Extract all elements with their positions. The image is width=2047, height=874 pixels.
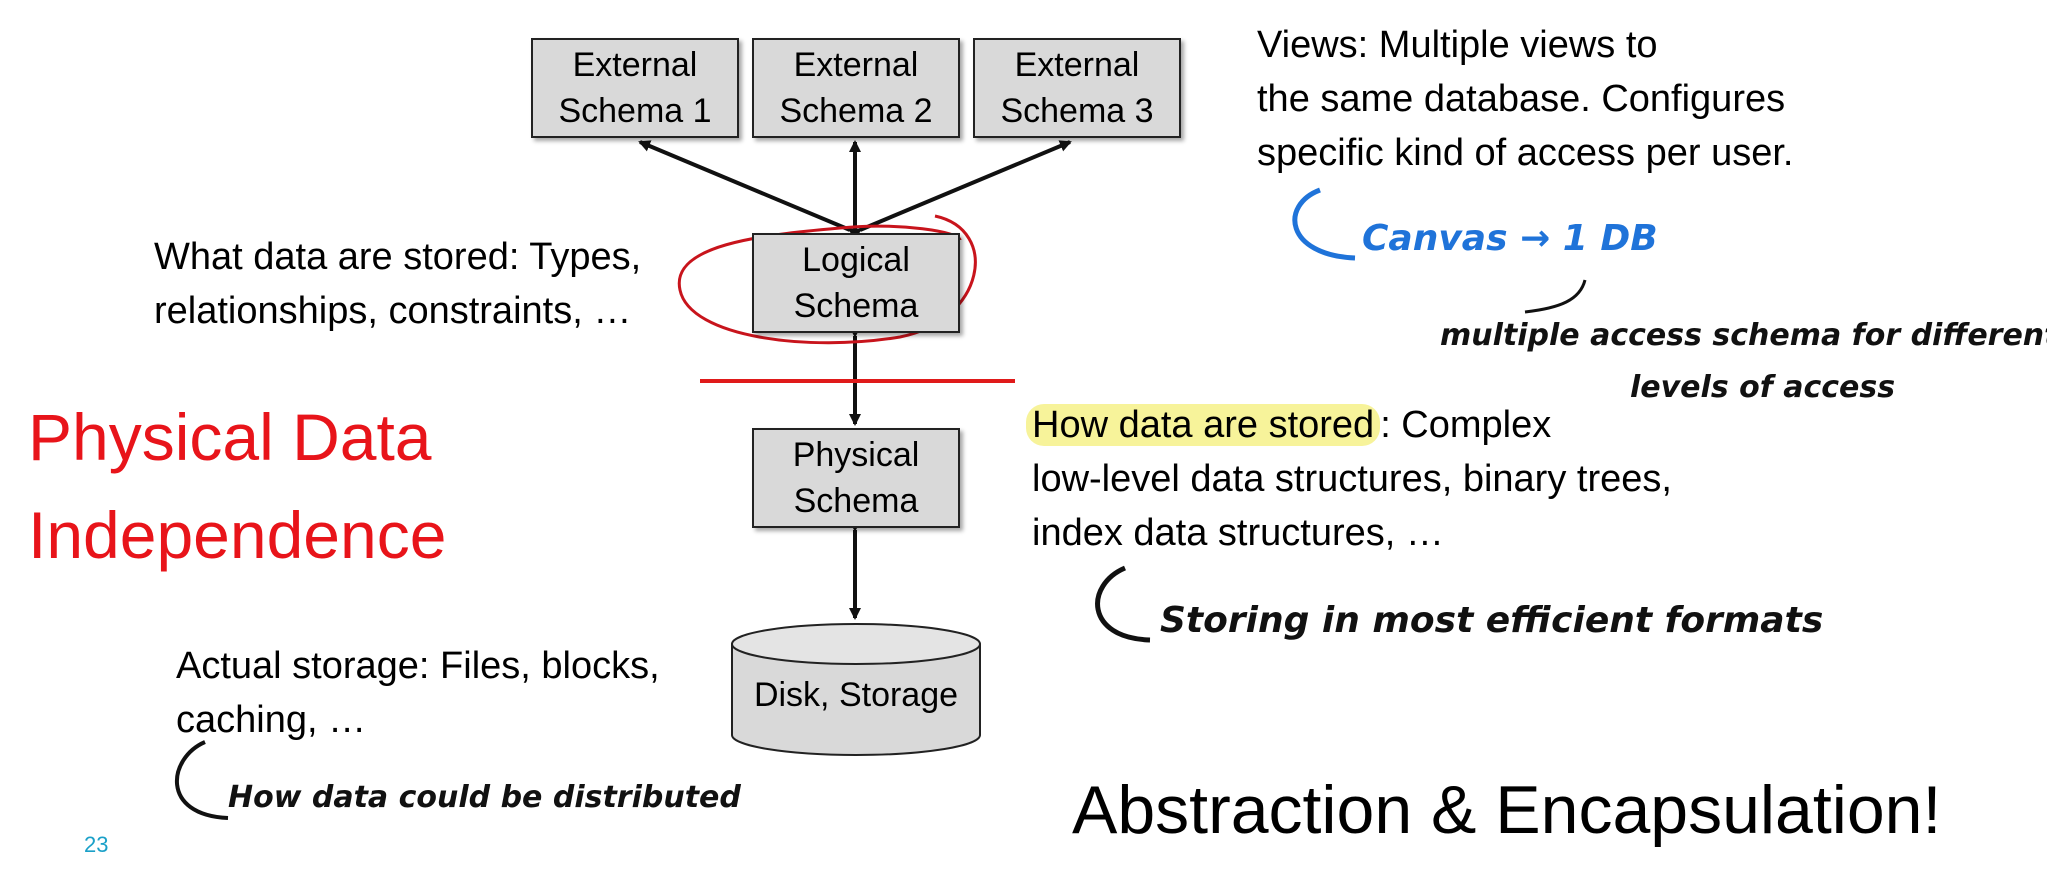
external-schema-2-line2: Schema 2 bbox=[779, 92, 933, 130]
arrow-external3-logical bbox=[848, 140, 1072, 240]
distributed-hook-mark bbox=[174, 740, 229, 820]
physical-schema-line2: Schema bbox=[793, 482, 919, 520]
external-schema-3-line2: Schema 3 bbox=[1000, 92, 1154, 130]
arrow-external1-logical bbox=[638, 140, 862, 240]
disk-storage-label: Disk, Storage bbox=[753, 676, 959, 714]
external-schema-3: External Schema 3 bbox=[973, 38, 1181, 138]
views-line3: specific kind of access per user. bbox=[1257, 132, 1794, 174]
views-line2: the same database. Configures bbox=[1257, 78, 1786, 120]
logical-schema: Logical Schema bbox=[752, 233, 960, 333]
actual-storage-description: Actual storage: Files, blocks, caching, … bbox=[176, 639, 660, 747]
external-schema-1-line2: Schema 1 bbox=[558, 92, 712, 130]
what-data-description: What data are stored: Types, relationshi… bbox=[154, 230, 641, 338]
physical-schema: Physical Schema bbox=[752, 428, 960, 528]
physical-schema-line1: Physical bbox=[792, 436, 920, 474]
page-number: 23 bbox=[84, 832, 109, 857]
how-data-rest: : Complex bbox=[1380, 404, 1552, 446]
multiple-access-line1: multiple access schema for different bbox=[1440, 318, 2047, 353]
physical-data-independence-title: Physical Data Independence bbox=[28, 388, 446, 584]
storing-hook-mark bbox=[1095, 565, 1151, 643]
logical-schema-line2: Schema bbox=[793, 287, 919, 325]
actual-storage-line1: Actual storage: Files, blocks, bbox=[176, 645, 660, 687]
multiple-access-line2: levels of access bbox=[1630, 370, 1896, 405]
what-data-line1: What data are stored: Types, bbox=[154, 236, 642, 278]
how-data-description: How data are stored: Complex low-level d… bbox=[1026, 398, 1672, 560]
disk-cylinder bbox=[731, 623, 981, 756]
pointer-stroke bbox=[1524, 279, 1587, 314]
canvas-hook-mark bbox=[1292, 187, 1356, 261]
external-schema-3-line1: External bbox=[1014, 46, 1140, 84]
logical-schema-line1: Logical bbox=[802, 241, 910, 279]
physical-independence-line1: Physical Data bbox=[28, 400, 432, 474]
external-schema-1-line1: External bbox=[572, 46, 698, 84]
how-data-line3: index data structures, … bbox=[1032, 512, 1444, 554]
what-data-line2: relationships, constraints, … bbox=[154, 290, 632, 332]
distributed-annotation: How data could be distributed bbox=[228, 780, 741, 815]
external-schema-1: External Schema 1 bbox=[531, 38, 739, 138]
storing-annotation: Storing in most efficient formats bbox=[1160, 600, 1824, 641]
how-data-highlight: How data are stored bbox=[1026, 404, 1381, 446]
external-schema-2: External Schema 2 bbox=[752, 38, 960, 138]
external-schema-2-line1: External bbox=[793, 46, 919, 84]
how-data-line1: How data are stored: Complex bbox=[1026, 398, 1672, 452]
physical-independence-line2: Independence bbox=[28, 498, 447, 572]
how-data-line2: low-level data structures, binary trees, bbox=[1032, 458, 1672, 500]
views-description: Views: Multiple views to the same databa… bbox=[1257, 18, 1793, 180]
canvas-annotation: Canvas → 1 DB bbox=[1362, 218, 1658, 259]
logical-circle-annotation bbox=[677, 214, 977, 345]
views-line1: Views: Multiple views to bbox=[1257, 24, 1658, 66]
multiple-access-annotation: multiple access schema for different lev… bbox=[1440, 310, 2047, 414]
abstraction-encapsulation-heading: Abstraction & Encapsulation! bbox=[1072, 772, 1942, 848]
actual-storage-line2: caching, … bbox=[176, 699, 367, 741]
